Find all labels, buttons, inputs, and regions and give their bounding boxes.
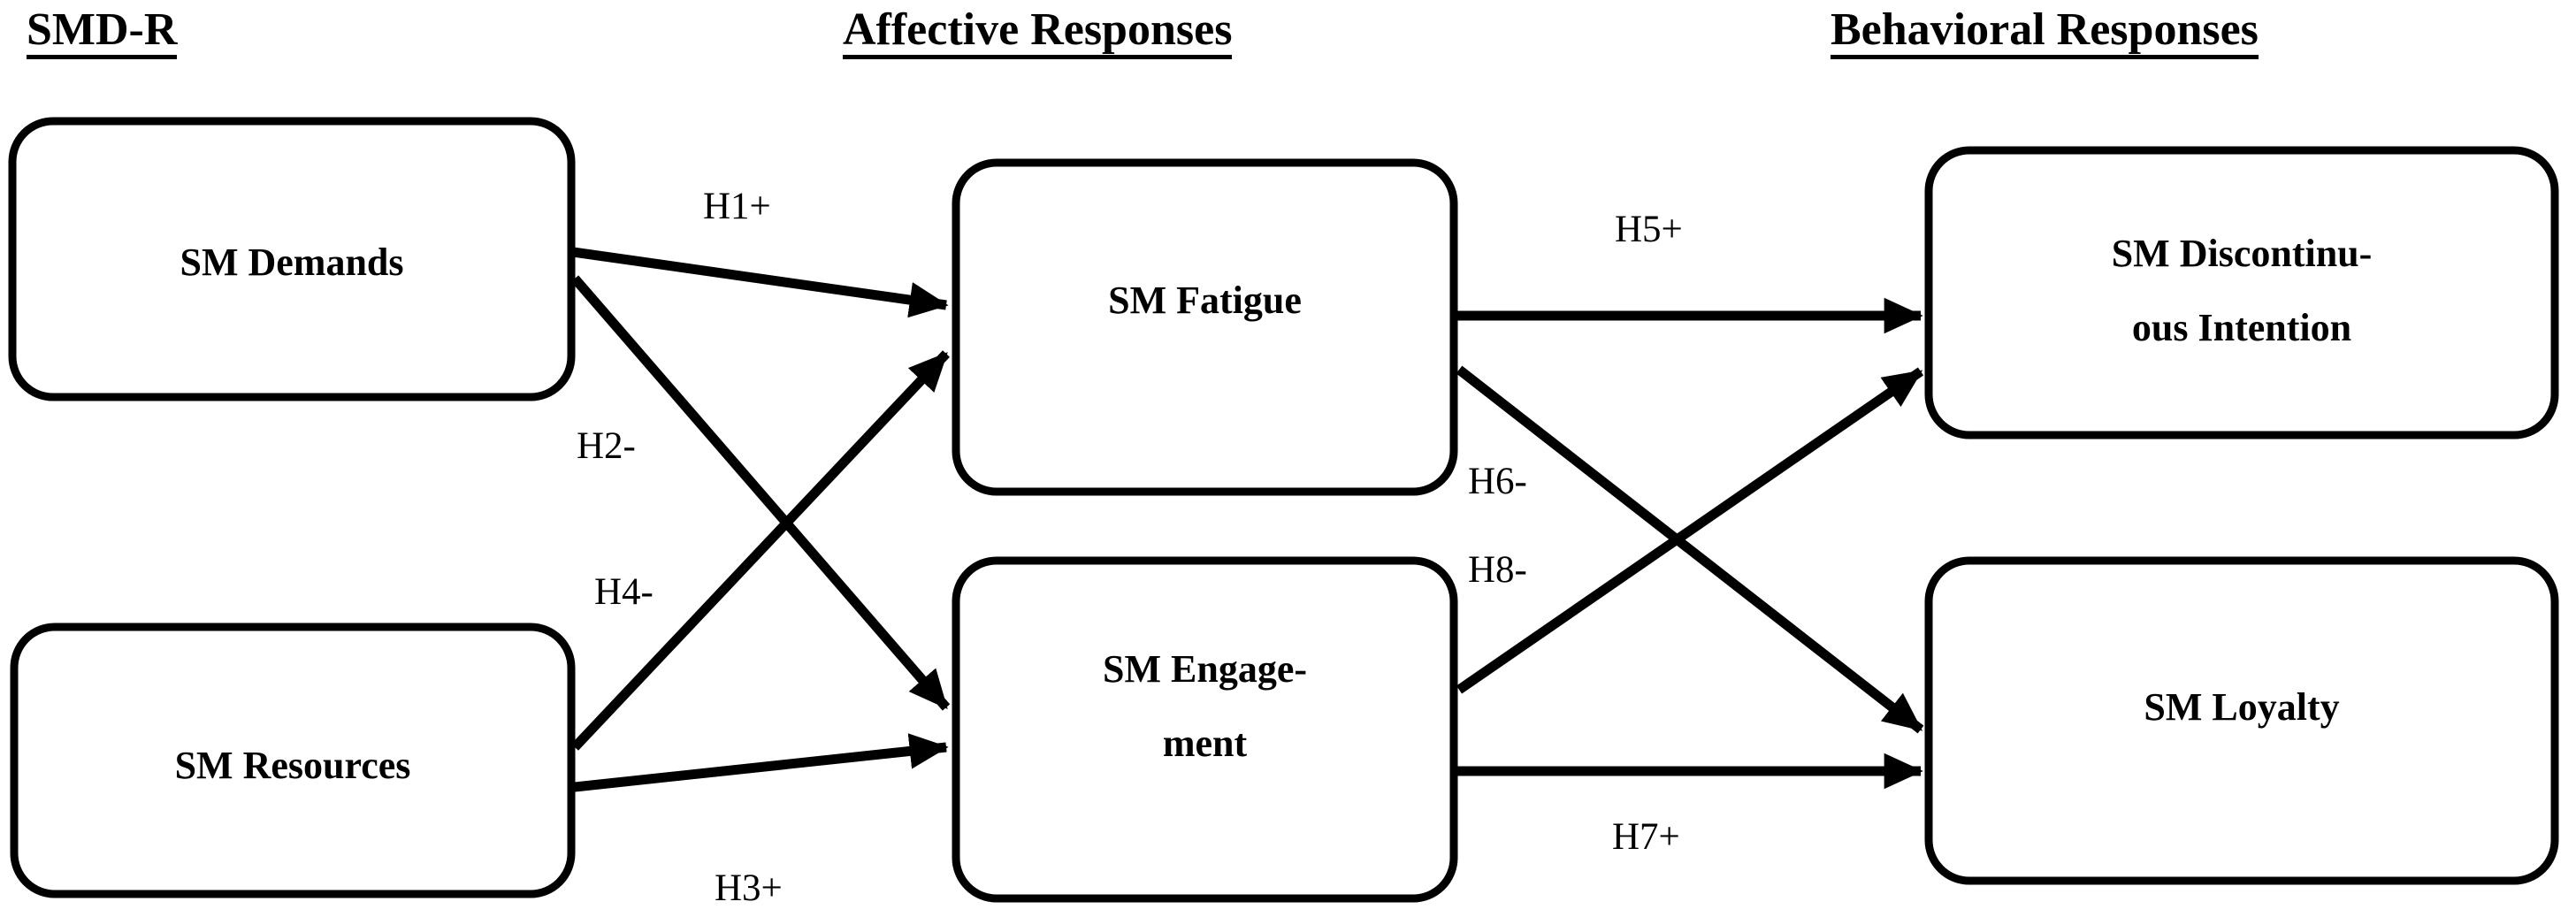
- edge-label-h6: H6-: [1468, 461, 1527, 502]
- node-label-sm-discontinuous-intention: SM Discontinu- ous Intention: [2111, 232, 2373, 349]
- node-box-sm-loyalty[interactable]: [1924, 556, 2559, 885]
- node-boxes: [8, 117, 2559, 903]
- edge-label-h1: H1+: [703, 186, 771, 227]
- column-header-smdr: SMD-R: [27, 7, 178, 59]
- edge-label-h5: H5+: [1615, 209, 1683, 250]
- node-label-sm-engagement: SM Engage- ment: [1103, 647, 1307, 765]
- node-box-sm-discontinuous-intention[interactable]: [1924, 146, 2559, 439]
- edge-h4-arrow: [571, 350, 950, 751]
- edge-h8-arrow: [1456, 367, 1924, 694]
- node-box-sm-engagement[interactable]: [952, 556, 1458, 903]
- edge-h2-arrow: [570, 275, 951, 711]
- edges: [570, 247, 1924, 792]
- node-label-sm-resources: SM Resources: [174, 744, 411, 787]
- node-box-sm-demands[interactable]: [8, 117, 576, 401]
- node-label-sm-demands: SM Demands: [180, 241, 404, 284]
- node-box-sm-fatigue[interactable]: [952, 158, 1458, 496]
- edge-h6-arrow: [1456, 365, 1924, 734]
- edge-label-h4: H4-: [594, 571, 654, 613]
- node-label-sm-loyalty: SM Loyalty: [2144, 685, 2340, 729]
- edge-label-h8: H8-: [1468, 549, 1527, 591]
- edge-label-h3: H3+: [715, 867, 783, 909]
- edge-label-h2: H2-: [577, 425, 636, 467]
- node-box-sm-resources[interactable]: [10, 623, 576, 898]
- node-label-sm-fatigue: SM Fatigue: [1108, 279, 1302, 322]
- edge-h1-arrow: [572, 247, 949, 318]
- column-header-behavioral: Behavioral Responses: [1831, 7, 2259, 59]
- column-header-affective: Affective Responses: [843, 7, 1233, 59]
- edge-h3-arrow: [574, 733, 949, 792]
- edge-label-h7: H7+: [1612, 816, 1680, 858]
